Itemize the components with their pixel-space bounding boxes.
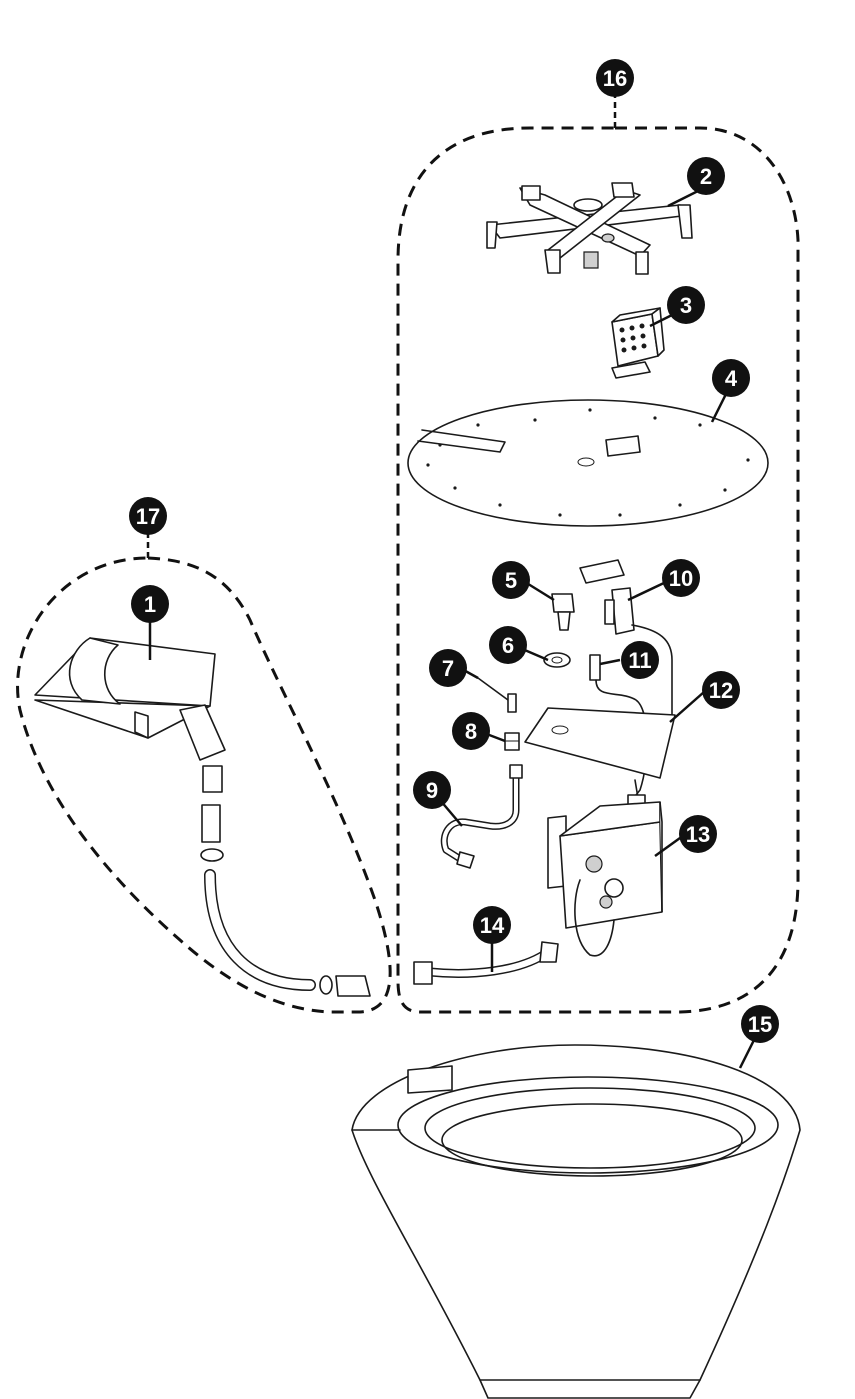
- part-4-plate: [407, 399, 769, 527]
- part-1-scupper: [34, 637, 226, 761]
- callout-5-label: 5: [505, 568, 517, 593]
- callout-10-label: 10: [669, 566, 693, 591]
- callout-16: 16: [596, 59, 634, 97]
- part-14-hose: [413, 941, 559, 985]
- callout-13: 13: [679, 815, 717, 853]
- part-12-plate: [524, 707, 676, 811]
- part-5-fitting: [551, 593, 575, 631]
- group-16-boundary: [396, 126, 800, 1014]
- callout-7-label: 7: [442, 656, 454, 681]
- part-3-flame-box: [611, 307, 665, 379]
- part-13-control-box: [547, 801, 663, 957]
- callout-12-label: 12: [709, 678, 733, 703]
- part-7-fitting: [477, 677, 517, 713]
- callout-13-label: 13: [686, 822, 710, 847]
- callout-10: 10: [662, 559, 700, 597]
- callout-17: 17: [129, 497, 167, 535]
- callout-14: 14: [473, 906, 511, 944]
- callout-3-label: 3: [680, 293, 692, 318]
- leader-lines: [148, 188, 757, 1069]
- callout-17-label: 17: [136, 504, 160, 529]
- callout-3: 3: [667, 286, 705, 324]
- group-17-boundary: [16, 556, 392, 1014]
- part-6-washer: [543, 652, 571, 668]
- callout-16-label: 16: [603, 66, 627, 91]
- callout-6-label: 6: [502, 633, 514, 658]
- callout-14-label: 14: [480, 913, 505, 938]
- callout-2-label: 2: [700, 164, 712, 189]
- callout-11: 11: [621, 641, 659, 679]
- callout-9-label: 9: [426, 778, 438, 803]
- callout-9: 9: [413, 771, 451, 809]
- callout-1-label: 1: [144, 592, 156, 617]
- callout-8-label: 8: [465, 719, 477, 744]
- callout-8: 8: [452, 712, 490, 750]
- part-17-fittings: [200, 765, 371, 997]
- callout-1: 1: [131, 585, 169, 623]
- callout-7: 7: [429, 649, 467, 687]
- callout-15-label: 15: [748, 1012, 772, 1037]
- part-9-flex-line: [440, 764, 523, 869]
- part-8-fitting: [504, 732, 520, 751]
- callout-15: 15: [741, 1005, 779, 1043]
- callout-4: 4: [712, 359, 750, 397]
- callout-6: 6: [489, 626, 527, 664]
- callout-12: 12: [702, 671, 740, 709]
- callout-2: 2: [687, 157, 725, 195]
- callout-5: 5: [492, 561, 530, 599]
- part-2-burner: [486, 182, 693, 275]
- callout-4-label: 4: [725, 366, 738, 391]
- callout-11-label: 11: [628, 648, 651, 673]
- part-15-bowl: [351, 1044, 801, 1399]
